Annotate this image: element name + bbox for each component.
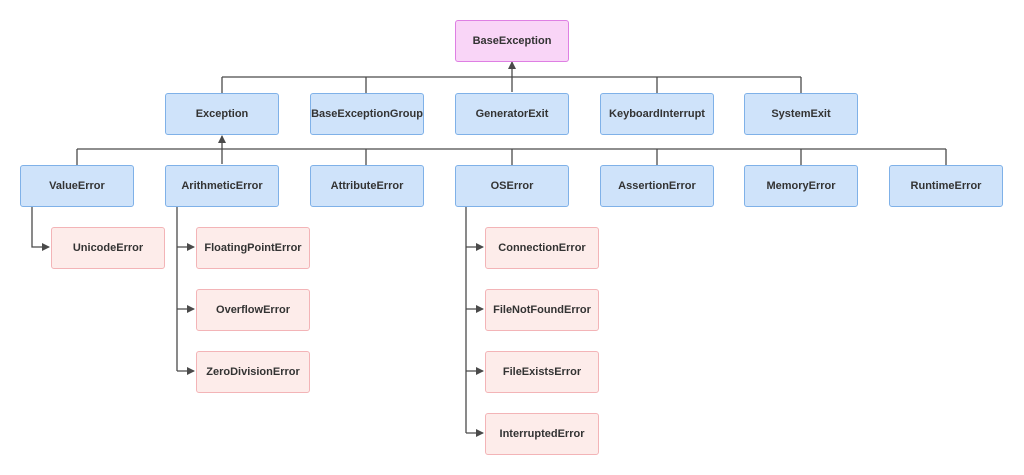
node-exception: Exception	[165, 93, 279, 135]
node-floating-point-error: FloatingPointError	[196, 227, 310, 269]
node-unicode-error: UnicodeError	[51, 227, 165, 269]
node-memory-error: MemoryError	[744, 165, 858, 207]
node-zero-division-error: ZeroDivisionError	[196, 351, 310, 393]
node-file-not-found-error: FileNotFoundError	[485, 289, 599, 331]
node-generator-exit: GeneratorExit	[455, 93, 569, 135]
node-runtime-error: RuntimeError	[889, 165, 1003, 207]
node-arithmetic-error: ArithmeticError	[165, 165, 279, 207]
connector	[31, 206, 50, 251]
node-keyboard-interrupt: KeyboardInterrupt	[600, 93, 714, 135]
node-system-exit: SystemExit	[744, 93, 858, 135]
node-assertion-error: AssertionError	[600, 165, 714, 207]
node-interrupted-error: InterruptedError	[485, 413, 599, 455]
node-overflow-error: OverflowError	[196, 289, 310, 331]
node-base-exception-group: BaseExceptionGroup	[310, 93, 424, 135]
node-connection-error: ConnectionError	[485, 227, 599, 269]
node-file-exists-error: FileExistsError	[485, 351, 599, 393]
node-value-error: ValueError	[20, 165, 134, 207]
node-attribute-error: AttributeError	[310, 165, 424, 207]
node-os-error: OSError	[455, 165, 569, 207]
node-base-exception: BaseException	[455, 20, 569, 62]
